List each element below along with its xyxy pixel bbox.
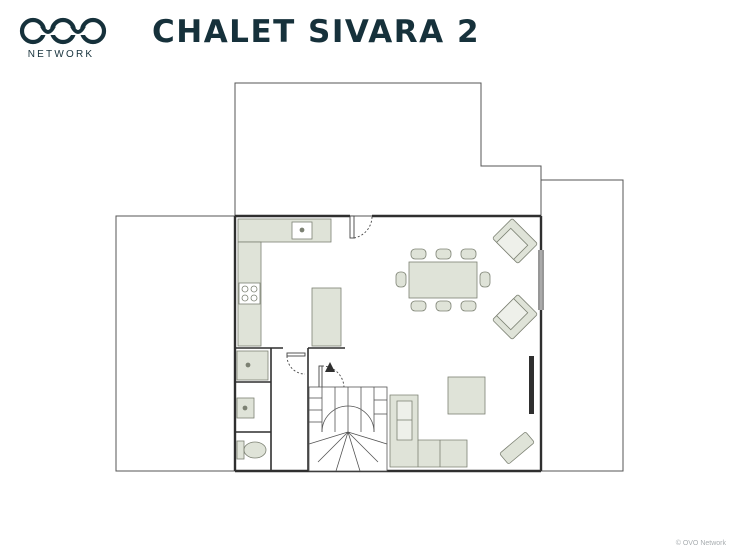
ovo-logo-icon [19,17,107,45]
tv-icon [529,356,534,414]
bathroom [236,350,269,460]
stove-icon [238,282,261,305]
toilet-icon [236,440,267,460]
interior-walls [235,347,345,471]
chair-icon [395,248,491,312]
counter-top [237,218,332,243]
brand-name: NETWORK [27,49,95,60]
dining-area [395,248,491,312]
copyright-text: © OVO Network [675,540,726,547]
dining-table [408,261,478,299]
shower [236,350,269,381]
terrace-east [540,179,624,472]
kitchen [237,218,342,347]
windows [538,250,544,310]
exterior-walls [233,214,543,473]
page-title: CHALET SIVARA 2 [152,14,481,50]
coffee-table [447,376,486,415]
armchair-icon [492,218,538,464]
kitchen-island [311,287,342,347]
staircase-icon [308,362,388,472]
terrace-west [115,215,236,472]
terrace-north [234,82,542,217]
sofa-icon [389,394,468,468]
